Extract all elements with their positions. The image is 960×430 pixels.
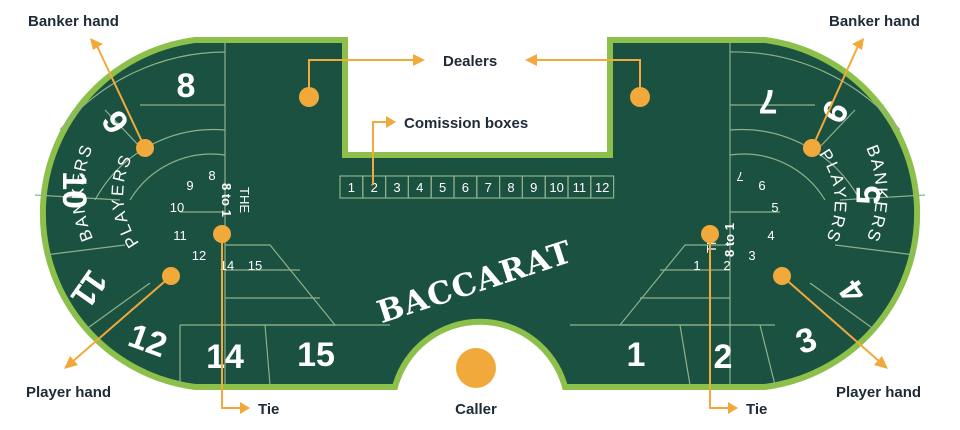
label-banker-hand-right: Banker hand [829, 13, 920, 30]
commission-box-number: 5 [439, 180, 446, 195]
dot-banker-right [803, 139, 821, 157]
left-layout-lines [34, 42, 390, 386]
arrowhead-player-left [64, 356, 78, 369]
left-inner-8: 8 [208, 168, 215, 183]
commission-box-number: 4 [416, 180, 423, 195]
right-layout-lines [570, 42, 926, 386]
label-tie-left: Tie [258, 401, 279, 418]
label-player-hand-left: Player hand [26, 384, 111, 401]
dot-tie-right [701, 225, 719, 243]
dot-banker-left [136, 139, 154, 157]
left-inner-9: 9 [186, 178, 193, 193]
commission-box-number: 12 [595, 180, 609, 195]
left-tie-label-top: THE [237, 187, 252, 213]
left-banker-8: 8 [177, 67, 196, 105]
callout-arrows [64, 38, 888, 414]
arrowhead-tie-right [728, 402, 738, 414]
right-player-2: 2 [714, 338, 733, 376]
right-tie-label-bottom: 8 to 1 [722, 223, 737, 257]
commission-box [590, 175, 615, 199]
right-inner-6: 6 [758, 178, 765, 193]
left-inner-14: 14 [220, 258, 234, 273]
right-inner-4: 4 [767, 228, 774, 243]
right-inner-5: 5 [771, 200, 778, 215]
commission-box-number: 10 [549, 180, 563, 195]
arrowhead-player-right [874, 356, 888, 369]
right-inner-3: 3 [748, 248, 755, 263]
left-player-14: 14 [206, 338, 244, 376]
right-banker-5: 5 [850, 186, 888, 205]
commission-box-number: 3 [393, 180, 400, 195]
commission-box-number: 11 [573, 180, 587, 195]
arrowhead-banker-right [852, 38, 864, 50]
left-tie-label-bottom: 8 to 1 [219, 183, 234, 217]
right-banker-7: 7 [759, 82, 778, 120]
commission-box-number: 1 [348, 180, 355, 195]
label-banker-hand-left: Banker hand [28, 13, 119, 30]
right-player-1: 1 [627, 336, 646, 374]
arrowhead-banker-left [90, 38, 103, 50]
label-commission-boxes: Comission boxes [404, 115, 528, 132]
dot-tie-left [213, 225, 231, 243]
arrowhead-dealers-left [413, 54, 425, 66]
left-inner-15: 15 [248, 258, 262, 273]
left-inner-11: 11 [173, 228, 187, 243]
left-inner-12: 12 [192, 248, 206, 263]
arrowhead-commission [386, 116, 396, 128]
label-dealers: Dealers [443, 53, 497, 70]
left-inner-10: 10 [170, 200, 184, 215]
label-caller: Caller [455, 401, 497, 418]
commission-box-number: 8 [507, 180, 514, 195]
marker-dots [136, 87, 821, 388]
arrowhead-dealers-right [525, 54, 537, 66]
commission-box-number: 2 [371, 180, 378, 195]
right-inner-7: 7 [736, 169, 743, 184]
label-player-hand-right: Player hand [836, 384, 921, 401]
arrowhead-tie-left [240, 402, 250, 414]
commission-box-number: 7 [485, 180, 492, 195]
dot-caller [456, 348, 496, 388]
dot-player-left [162, 267, 180, 285]
left-inner-numbers: 8 9 10 11 12 14 15 [170, 168, 262, 273]
left-player-15: 15 [297, 336, 335, 374]
right-inner-2: 2 [723, 258, 730, 273]
dot-dealer-left [299, 87, 319, 107]
right-inner-numbers: 7 6 5 4 3 2 1 [693, 169, 778, 273]
dot-dealer-right [630, 87, 650, 107]
dot-player-right [773, 267, 791, 285]
commission-box-number: 6 [462, 180, 469, 195]
left-banker-10: 10 [55, 171, 93, 209]
right-inner-1: 1 [693, 258, 700, 273]
table-felt [39, 37, 921, 390]
label-tie-right: Tie [746, 401, 767, 418]
commission-box-number: 9 [530, 180, 537, 195]
